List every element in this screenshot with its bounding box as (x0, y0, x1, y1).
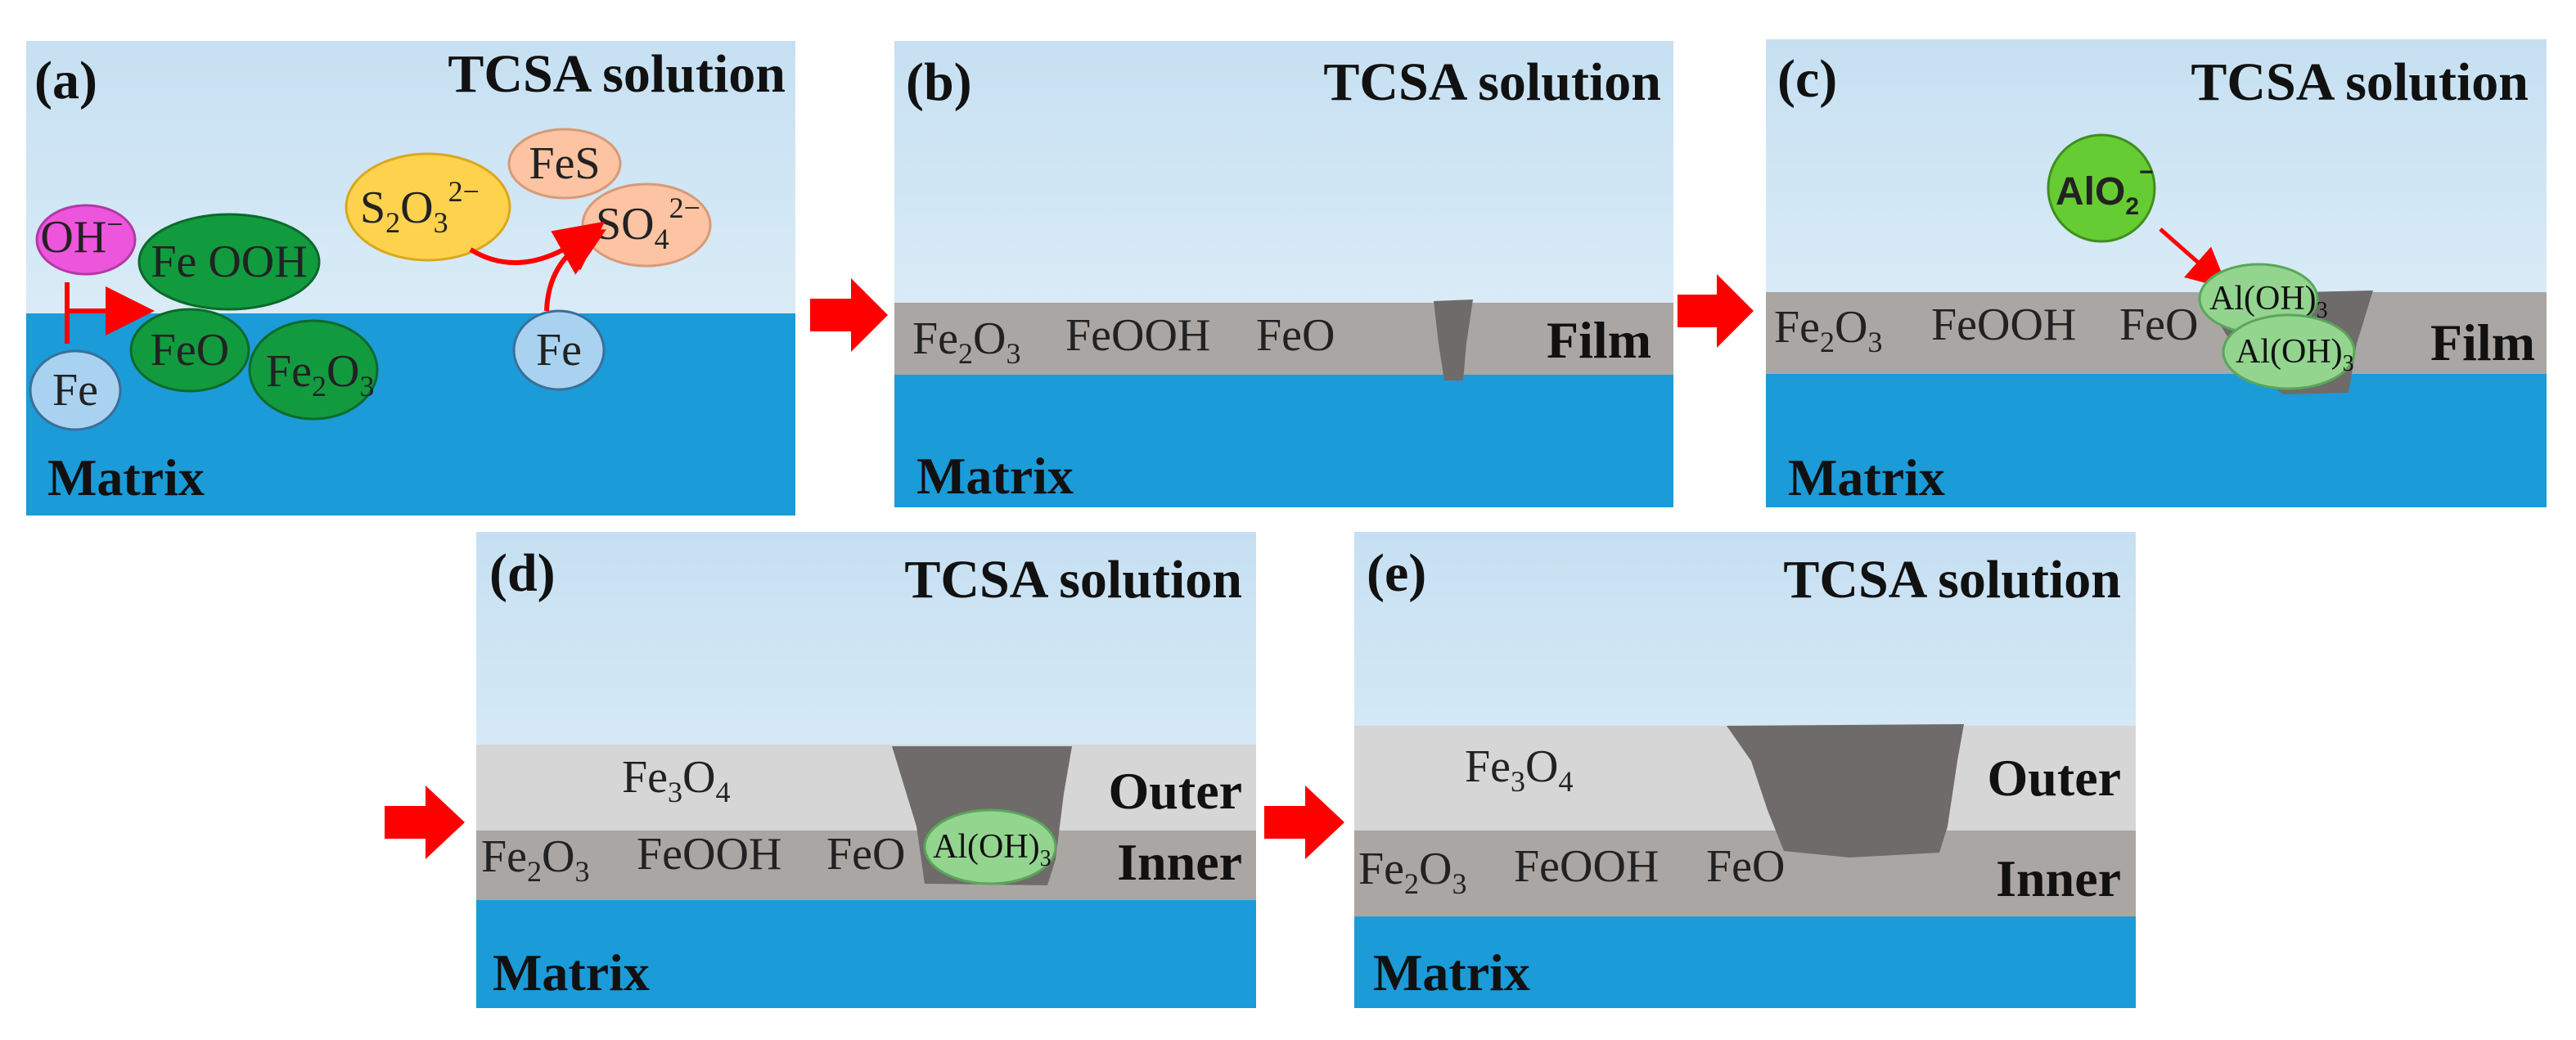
aluminate-ion: AlO2− (2047, 133, 2156, 243)
outer-film-layer (476, 745, 1256, 831)
process-arrow (385, 786, 465, 859)
feooh-label: FeOOH (1065, 310, 1210, 361)
film-label: Film (2430, 313, 2535, 371)
feo-label: FeO (826, 829, 905, 880)
thiosulfate-ion: S2O32− (345, 152, 511, 262)
inner-label: Inner (1117, 833, 1242, 891)
reaction-arrow (2159, 227, 2228, 290)
svg-text:S2O32−: S2O32− (360, 175, 480, 239)
fe2o3-label: Fe2O3 (912, 313, 1020, 370)
panel-letter: (e) (1367, 543, 1426, 603)
feo-label: FeO (2119, 299, 2198, 350)
pit (1727, 724, 1964, 858)
panel-b: (b) TCSA solution Fe2O3 FeOOH FeO Film M… (894, 41, 1673, 507)
process-arrow (1678, 274, 1754, 348)
film-layer (1766, 292, 2547, 374)
svg-text:Fe: Fe (52, 365, 98, 416)
feooh-label: FeOOH (1514, 841, 1659, 892)
svg-text:Al(OH)3: Al(OH)3 (2236, 333, 2354, 376)
panel-letter: (d) (489, 543, 556, 603)
pit (1434, 299, 1473, 380)
matrix-label: Matrix (1788, 448, 1945, 506)
matrix-region (894, 375, 1673, 507)
fe3o4-label: Fe3O4 (1465, 741, 1573, 798)
panel-a: (a) TCSA solution Matrix OH− Fe OOH FeO … (26, 41, 795, 515)
solution-title: TCSA solution (2191, 52, 2529, 112)
svg-text:Fe2O3: Fe2O3 (266, 346, 374, 403)
feo-particle: FeO (129, 308, 250, 393)
matrix-label: Matrix (47, 448, 205, 506)
svg-text:FeS: FeS (529, 138, 600, 189)
panel-letter: (a) (34, 51, 97, 110)
feooh-label: FeOOH (637, 829, 781, 880)
panel-letter: (b) (906, 52, 972, 112)
film-label: Film (1547, 311, 1651, 369)
film-layer (894, 303, 1673, 375)
iron-atom: Fe (512, 309, 606, 391)
feooh-label: FeOOH (1931, 299, 2076, 350)
svg-text:Fe OOH: Fe OOH (151, 236, 307, 287)
fe2o3-label: Fe2O3 (1358, 844, 1466, 900)
aluminum-hydroxide-particle: Al(OH)3 (923, 808, 1057, 885)
matrix-region (1766, 374, 2547, 507)
panel-c: (c) TCSA solution AlO2− Al(OH)3 Al(OH)3 … (1766, 39, 2547, 507)
fe2o3-label: Fe2O3 (1774, 302, 1882, 358)
matrix-label: Matrix (916, 447, 1074, 505)
matrix-region (476, 900, 1256, 1008)
matrix-label: Matrix (1373, 943, 1530, 1002)
svg-text:AlO2−: AlO2− (2056, 159, 2154, 220)
inner-label: Inner (1996, 849, 2121, 907)
feo-label: FeO (1256, 310, 1335, 361)
fe3o4-label: Fe3O4 (622, 752, 730, 808)
aluminum-hydroxide-particle: Al(OH)3 (2222, 313, 2356, 390)
svg-text:FeO: FeO (151, 325, 229, 376)
solution-title: TCSA solution (448, 44, 786, 104)
outer-label: Outer (1988, 749, 2122, 807)
matrix-region (1354, 916, 2136, 1008)
solution-title: TCSA solution (1783, 550, 2121, 610)
svg-text:Al(OH)3: Al(OH)3 (933, 828, 1052, 871)
feo-label: FeO (1706, 841, 1785, 892)
panel-d: Al(OH)3 (d) TCSA solution Fe3O4 Outer Fe… (476, 532, 1256, 1008)
iron-atom: Fe (29, 349, 122, 431)
solution-title: TCSA solution (904, 550, 1242, 610)
hydroxide-ion: OH− (35, 204, 137, 276)
inner-film-layer (1354, 831, 2136, 916)
solution-title: TCSA solution (1323, 52, 1661, 112)
panel-letter: (c) (1777, 49, 1837, 109)
svg-text:Al(OH)3: Al(OH)3 (2209, 280, 2328, 323)
fe2o3-particle: Fe2O3 (248, 319, 379, 421)
panel-e: (e) TCSA solution Fe3O4 Outer Fe2O3 FeOO… (1354, 532, 2136, 1008)
fe2o3-label: Fe2O3 (481, 831, 589, 888)
fes-particle: FeS (507, 128, 622, 200)
svg-text:Fe: Fe (536, 325, 582, 376)
matrix-label: Matrix (493, 943, 650, 1002)
process-arrow (810, 278, 888, 352)
reaction-arrow (544, 229, 606, 312)
sulfate-ion: SO42− (581, 182, 712, 268)
svg-text:OH−: OH− (40, 208, 123, 263)
outer-label: Outer (1109, 762, 1243, 820)
process-arrow (1264, 786, 1344, 859)
feooh-particle: Fe OOH (137, 213, 321, 311)
inner-film-layer (476, 831, 1256, 900)
